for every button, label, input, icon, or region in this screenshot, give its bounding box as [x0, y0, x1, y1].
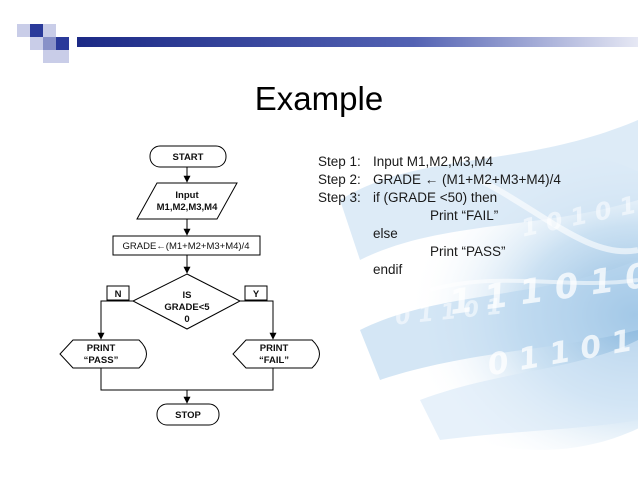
no-label-box [106, 285, 130, 301]
stop-terminator [156, 403, 220, 426]
header-square [17, 24, 30, 37]
header-square [30, 37, 43, 50]
pseudo-print-fail: Print “FAIL” [430, 208, 499, 223]
step-3-label: Step 3: [318, 190, 361, 205]
process-rectangle [112, 235, 261, 256]
print-pass-line2: “PASS” [84, 355, 119, 366]
step-1-text: Input M1,M2,M3,M4 [373, 154, 494, 169]
print-fail-display [232, 339, 320, 369]
step-3-text: if (GRADE <50) then [373, 190, 498, 205]
header-bar [77, 37, 638, 47]
start-label: START [173, 152, 204, 163]
no-label: N [115, 289, 122, 300]
step-2-text: GRADE ← (M1+M2+M3+M4)/4 [373, 172, 561, 187]
connector-merge [100, 368, 274, 391]
yes-label: Y [253, 289, 260, 300]
slide-title: Example [254, 80, 384, 117]
print-fail-line1: PRINT [260, 343, 289, 354]
print-pass-line1: PRINT [87, 343, 116, 354]
input-label-line2: M1,M2,M3,M4 [157, 202, 218, 213]
header-square [43, 50, 56, 63]
decision-label-line1: IS [183, 290, 192, 301]
start-terminator [149, 145, 227, 168]
pseudo-else: else [373, 226, 398, 241]
print-fail-line2: “FAIL” [259, 355, 289, 366]
header-square [56, 50, 69, 63]
step-2-label: Step 2: [318, 172, 361, 187]
yes-label-box [244, 285, 268, 301]
step-1-label: Step 1: [318, 154, 361, 169]
process-label: GRADE←(M1+M2+M3+M4)/4 [123, 241, 250, 252]
connector-arrow-yes [240, 300, 277, 340]
connector-arrow-no [97, 300, 133, 340]
header-square [43, 24, 56, 37]
header-square [43, 37, 56, 50]
decision-diamond [131, 273, 242, 330]
decision-label-line2: GRADE<5 [164, 302, 210, 313]
input-parallelogram [136, 182, 238, 220]
header-square [56, 37, 69, 50]
pseudo-print-pass: Print “PASS” [430, 244, 506, 259]
stop-label: STOP [175, 410, 201, 421]
decision-label-line3: 0 [184, 314, 189, 325]
header-square [30, 24, 43, 37]
pseudo-endif: endif [373, 262, 403, 277]
print-pass-display [59, 339, 147, 369]
input-label-line1: Input [175, 190, 199, 201]
